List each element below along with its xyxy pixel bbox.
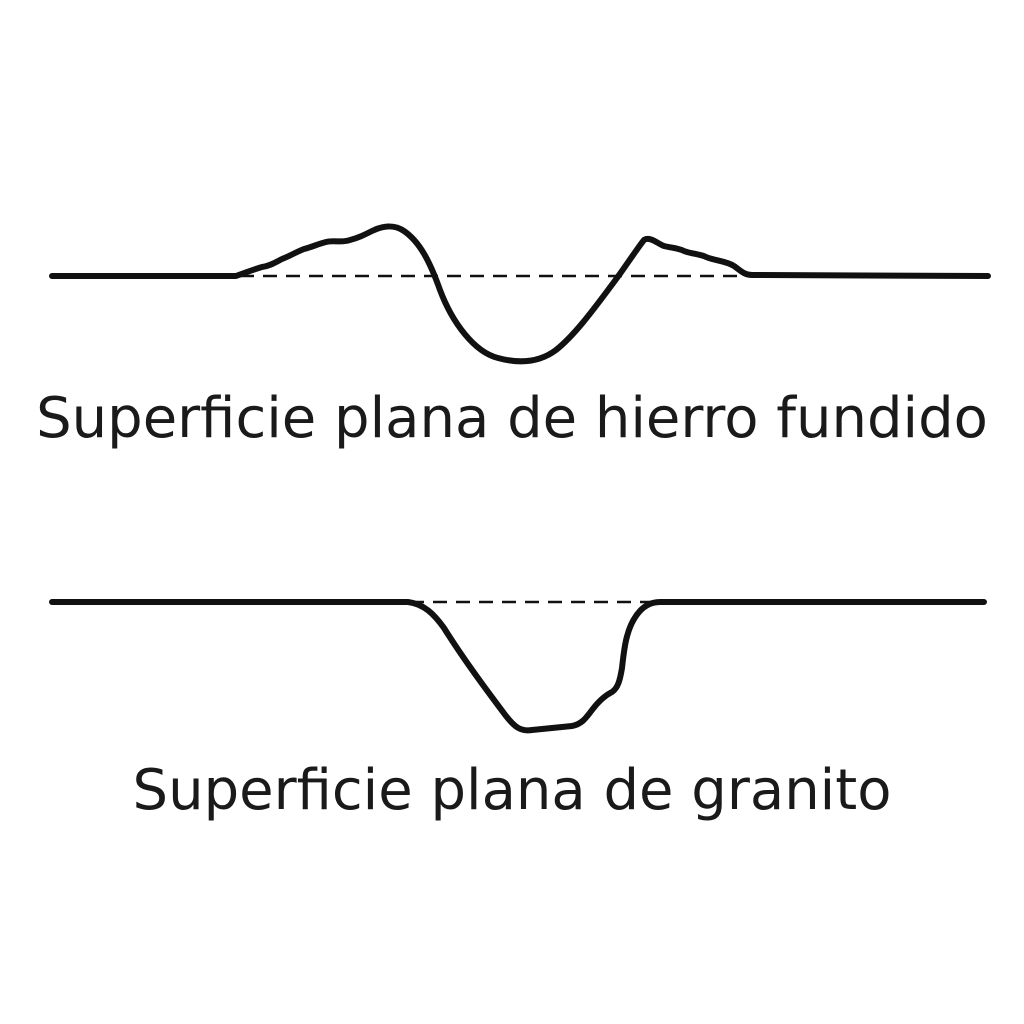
cast-iron-caption: Superficie plana de hierro fundido [36,386,988,451]
cast-iron-panel [49,223,991,365]
granite-panel [49,599,987,734]
cast-iron-surface-profile [49,223,991,365]
granite-caption: Superficie plana de granito [132,758,892,823]
granite-surface-profile [49,599,987,734]
